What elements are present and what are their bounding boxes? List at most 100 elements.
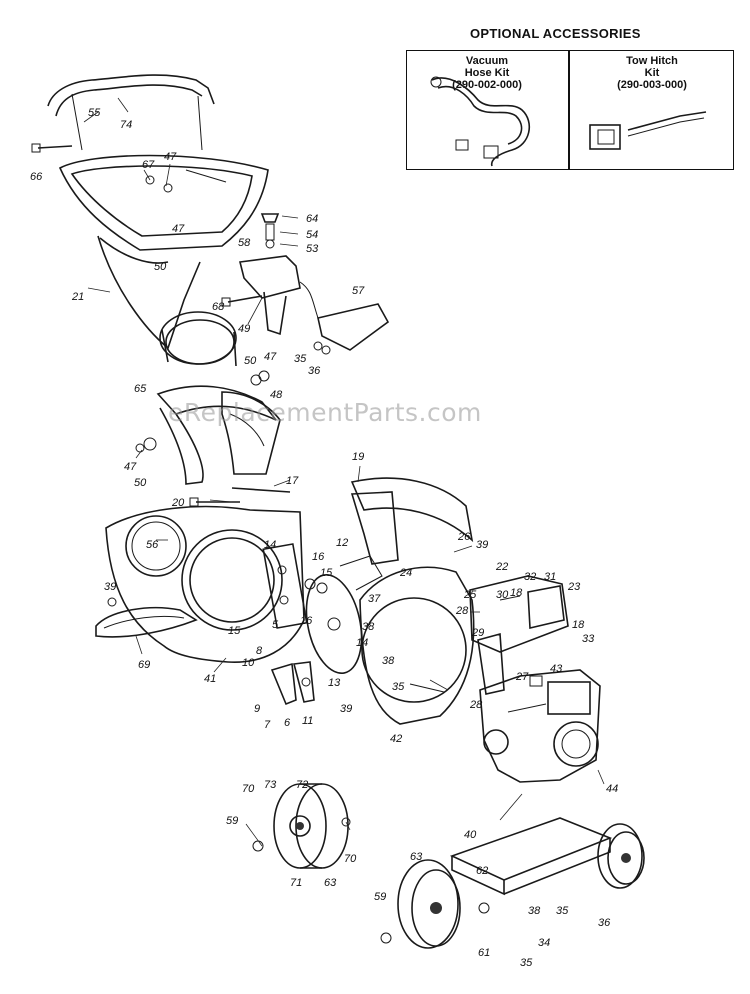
callout-68: 68	[212, 301, 225, 313]
callout-73: 73	[264, 779, 277, 791]
callout-47-a: 47	[164, 151, 177, 163]
handle-74	[47, 74, 215, 151]
callout-21: 21	[71, 291, 84, 303]
callout-9: 9	[254, 703, 260, 715]
callout-70-b: 70	[344, 853, 357, 865]
bracket-58	[239, 255, 301, 336]
vacuum-hose-kit-label: Vacuum Hose Kit (290-002-000)	[437, 55, 537, 91]
watermark: eReplacementParts.com	[168, 398, 482, 427]
hitch-label-line1: Tow Hitch	[626, 55, 678, 67]
nut-59-bottom	[380, 932, 392, 944]
callout-62: 62	[476, 865, 488, 877]
callout-16-a: 16	[312, 551, 325, 563]
belt-69	[95, 606, 198, 638]
bolt-68	[221, 295, 263, 307]
rear-housing-42	[359, 566, 475, 725]
vacuum-label-line3: (290-002-000)	[452, 79, 522, 91]
discharge-31-32	[469, 575, 569, 653]
callout-48: 48	[270, 389, 283, 401]
callout-40: 40	[464, 829, 477, 841]
callout-47-c: 47	[264, 351, 277, 363]
impeller-12	[305, 555, 383, 675]
bracket-19	[350, 491, 399, 565]
bolt-35-36-upper	[313, 341, 331, 355]
nut-47-50-top	[250, 370, 270, 386]
callout-58: 58	[238, 237, 251, 249]
bolt-11	[301, 677, 311, 687]
callout-55: 55	[88, 107, 101, 119]
callout-22: 22	[495, 561, 508, 573]
callout-74: 74	[120, 119, 132, 131]
nut-47-50-left	[135, 437, 157, 453]
callout-43: 43	[550, 663, 563, 675]
callout-67: 67	[142, 159, 155, 171]
callout-24: 24	[399, 567, 412, 579]
callout-53: 53	[306, 243, 319, 255]
callout-labels: 74 55 66 67 47 64 54 53 47 58 50 21 68 4…	[30, 107, 618, 969]
nut-59-left	[252, 840, 264, 852]
callout-41: 41	[204, 673, 216, 685]
callout-39-a: 39	[476, 539, 488, 551]
callout-56: 56	[146, 539, 159, 551]
callout-35-a: 35	[294, 353, 307, 365]
bolt-66	[31, 143, 73, 153]
nut-70-right	[341, 817, 351, 827]
callout-38-c: 38	[528, 905, 541, 917]
callout-36-a: 36	[308, 365, 321, 377]
plate-57	[299, 281, 390, 351]
tow-hitch-kit-label: Tow Hitch Kit (290-003-000)	[592, 55, 712, 91]
wheel-rear-right	[597, 823, 645, 889]
callout-32: 32	[524, 571, 536, 583]
callout-15-a: 15	[320, 567, 333, 579]
hitch-label-line2: Kit	[644, 67, 660, 79]
accessories-title: OPTIONAL ACCESSORIES	[470, 26, 641, 41]
callout-54: 54	[306, 229, 318, 241]
callout-5: 5	[272, 619, 279, 631]
callout-63-a: 63	[324, 877, 337, 889]
housing-41	[105, 505, 305, 663]
callout-13: 13	[328, 677, 341, 689]
callout-65: 65	[134, 383, 147, 395]
callout-59-b: 59	[374, 891, 386, 903]
wheel-63-front	[397, 859, 461, 949]
blades-9-6	[270, 661, 315, 706]
callout-38-b: 38	[382, 655, 395, 667]
callout-50-a: 50	[154, 261, 167, 273]
tow-hitch-illustration	[589, 111, 707, 150]
callout-50-b: 50	[244, 355, 257, 367]
callout-18-b: 18	[572, 619, 585, 631]
callout-39-c: 39	[340, 703, 352, 715]
callout-38-a: 38	[362, 621, 375, 633]
callout-20: 20	[171, 497, 185, 509]
vacuum-label-line2: Hose Kit	[464, 67, 510, 79]
callout-35-c: 35	[556, 905, 569, 917]
callout-18-a: 18	[510, 587, 523, 599]
hopper-21	[58, 154, 269, 367]
callout-33: 33	[582, 633, 595, 645]
callout-7: 7	[264, 719, 271, 731]
bolt-20	[189, 497, 240, 507]
callout-57: 57	[352, 285, 365, 297]
callout-44: 44	[606, 783, 618, 795]
callout-72: 72	[296, 779, 308, 791]
leader-lines	[83, 97, 605, 847]
callout-29: 29	[471, 627, 484, 639]
callout-35-b: 35	[392, 681, 405, 693]
accessories-box: Vacuum Hose Kit (290-002-000) Tow Hitch …	[406, 50, 734, 170]
bracket-27	[477, 632, 505, 695]
callout-61: 61	[478, 947, 490, 959]
callout-66: 66	[30, 171, 43, 183]
engine-44	[479, 669, 601, 783]
bolt-39-left	[107, 597, 117, 607]
callout-39-b: 39	[104, 581, 116, 593]
callout-49: 49	[238, 323, 250, 335]
callout-36-b: 36	[598, 917, 611, 929]
callout-12: 12	[336, 537, 348, 549]
callout-28-a: 28	[455, 605, 469, 617]
callout-6: 6	[284, 717, 291, 729]
callout-15-b: 15	[228, 625, 241, 637]
callout-11: 11	[302, 715, 313, 727]
callout-42: 42	[390, 733, 402, 745]
callout-10: 10	[242, 657, 255, 669]
